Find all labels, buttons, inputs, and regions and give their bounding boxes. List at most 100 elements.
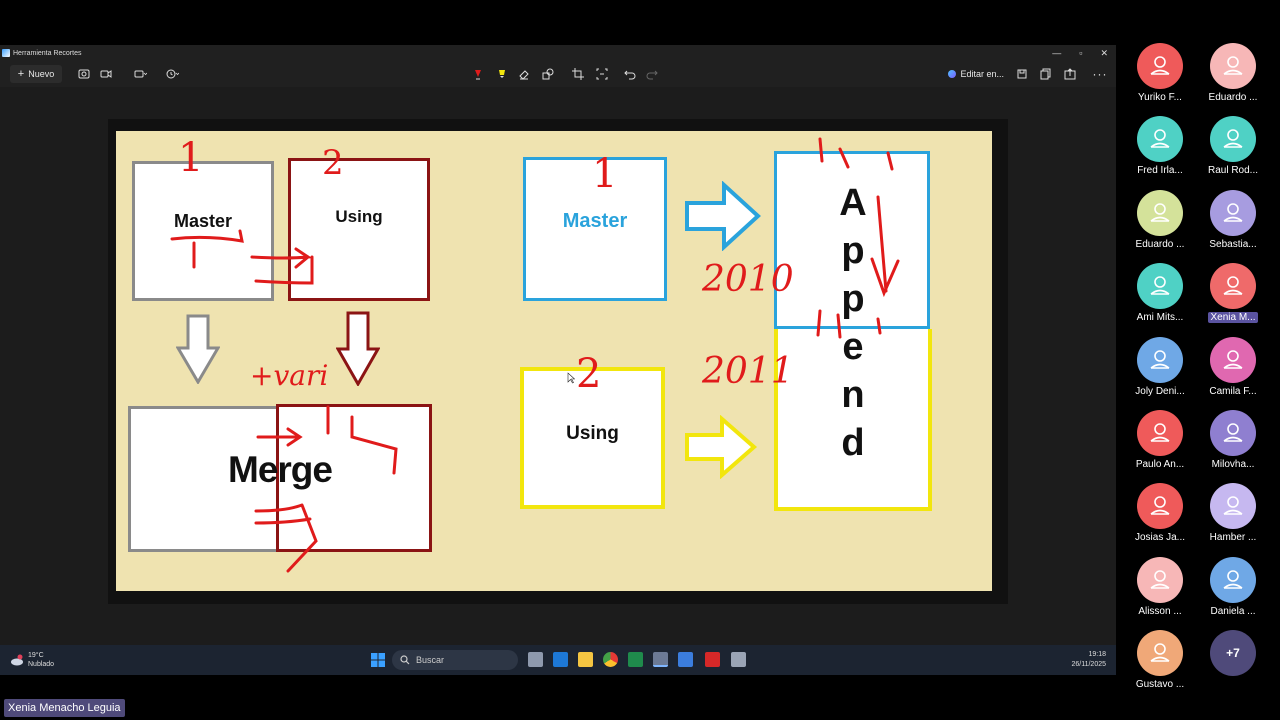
chrome-icon[interactable] xyxy=(603,652,618,667)
person-icon xyxy=(1223,129,1243,149)
windows-start-icon[interactable] xyxy=(371,653,385,667)
new-button[interactable]: + Nuevo xyxy=(10,65,62,83)
participant-tile[interactable]: Ami Mits... xyxy=(1125,263,1195,329)
append-letter-e: e xyxy=(842,326,864,368)
append-letter-p2: p xyxy=(841,278,865,320)
weather-widget[interactable]: 19°C Nublado xyxy=(10,651,54,669)
person-icon xyxy=(1150,643,1170,662)
taskbar-search[interactable]: Buscar xyxy=(392,650,518,670)
ballpoint-pen-icon[interactable] xyxy=(470,65,486,83)
avatar xyxy=(1210,116,1256,163)
person-icon xyxy=(1150,496,1170,516)
avatar xyxy=(1210,410,1256,456)
participant-name: Camila F... xyxy=(1209,385,1257,397)
person-icon xyxy=(1150,56,1170,75)
more-participants-button[interactable]: +7 xyxy=(1198,630,1268,696)
acrobat-icon[interactable] xyxy=(705,652,720,667)
redo-icon[interactable] xyxy=(644,65,660,83)
participant-tile[interactable]: Gustavo ... xyxy=(1125,630,1195,696)
avatar xyxy=(1210,336,1256,383)
system-clock[interactable]: 19:18 26/11/2025 xyxy=(1071,650,1106,670)
person-icon xyxy=(1223,496,1243,516)
append-letter-p1: p xyxy=(841,230,865,272)
new-button-label: Nuevo xyxy=(28,69,55,79)
participant-tile[interactable]: Fred Irla... xyxy=(1125,116,1195,182)
excel-icon[interactable] xyxy=(628,652,643,667)
edit-in-button[interactable]: Editar en... xyxy=(948,65,1004,83)
person-icon xyxy=(1223,56,1243,75)
append-letter-d: d xyxy=(841,422,865,464)
append-bottom-box xyxy=(774,329,932,511)
participant-tile[interactable]: Raul Rod... xyxy=(1198,116,1268,182)
snip-shape-dropdown[interactable] xyxy=(128,65,152,83)
participant-tile[interactable]: Camila F... xyxy=(1198,336,1268,403)
participant-tile[interactable]: Hamber ... xyxy=(1198,483,1268,549)
shared-screen: Herramienta Recortes — ▫ ✕ + Nuevo xyxy=(0,45,1116,675)
close-icon[interactable]: ✕ xyxy=(1100,47,1108,58)
avatar xyxy=(1137,556,1183,603)
participant-name: Xenia M... xyxy=(1208,312,1258,324)
edit-in-label: Editar en... xyxy=(960,69,1004,79)
undo-icon[interactable] xyxy=(622,65,638,83)
snipping-tool-titlebar: Herramienta Recortes — ▫ ✕ xyxy=(0,45,1116,61)
file-explorer-icon[interactable] xyxy=(578,652,593,667)
minimize-icon[interactable]: — xyxy=(1052,48,1062,58)
participant-tile[interactable]: Eduardo ... xyxy=(1198,43,1268,109)
outlook-icon[interactable] xyxy=(553,652,568,667)
save-icon[interactable] xyxy=(1014,65,1030,83)
participant-name: Joly Deni... xyxy=(1135,385,1185,397)
restore-icon[interactable]: ▫ xyxy=(1079,48,1083,58)
remote-desktop-icon[interactable] xyxy=(678,652,693,667)
append-vertical-word: A p p e n d xyxy=(838,179,868,467)
screenshot-mode-icon[interactable] xyxy=(76,65,92,83)
copy-icon[interactable] xyxy=(1038,65,1054,83)
timer-dropdown[interactable] xyxy=(160,65,184,83)
participant-tile[interactable]: Eduardo ... xyxy=(1125,189,1195,256)
participant-tile[interactable]: Joly Deni... xyxy=(1125,336,1195,403)
avatar xyxy=(1137,336,1183,383)
highlighter-icon[interactable] xyxy=(494,65,510,83)
avatar xyxy=(1137,483,1183,530)
eraser-icon[interactable] xyxy=(516,65,532,83)
participant-tile[interactable]: Xenia M... xyxy=(1198,263,1268,329)
video-mode-icon[interactable] xyxy=(98,65,114,83)
text-actions-icon[interactable] xyxy=(594,65,610,83)
participant-tile[interactable]: Yuriko F... xyxy=(1125,43,1195,109)
snipping-tool-taskbar-icon[interactable] xyxy=(653,652,668,667)
person-icon xyxy=(1223,276,1243,295)
participant-name: Daniela ... xyxy=(1210,605,1256,617)
participant-tile[interactable]: Josias Ja... xyxy=(1125,483,1195,549)
slide-content: Master Using Merge xyxy=(116,131,992,591)
gray-down-arrow xyxy=(176,314,220,384)
participant-tile[interactable]: Alisson ... xyxy=(1125,556,1195,623)
avatar xyxy=(1137,116,1183,163)
ink-number-1-left: 1 xyxy=(178,135,204,181)
participant-name: Yuriko F... xyxy=(1138,92,1182,103)
participant-tile[interactable]: Sebastia... xyxy=(1198,189,1268,256)
participant-name: Alisson ... xyxy=(1138,605,1182,617)
avatar xyxy=(1210,263,1256,310)
crop-icon[interactable] xyxy=(570,65,586,83)
ink-strokes xyxy=(170,137,900,573)
person-icon xyxy=(1150,202,1170,222)
participant-tile[interactable]: Daniela ... xyxy=(1198,556,1268,623)
participant-tile[interactable]: Paulo An... xyxy=(1125,410,1195,476)
task-view-icon[interactable] xyxy=(528,652,543,667)
search-icon xyxy=(400,655,410,665)
share-icon[interactable] xyxy=(1062,65,1078,83)
append-master-box: Master xyxy=(523,157,667,301)
merge-result-right-box xyxy=(276,404,432,552)
more-options-icon[interactable]: ··· xyxy=(1092,67,1108,81)
ink-number-1-right: 1 xyxy=(592,151,618,197)
participant-tile[interactable]: Milovha... xyxy=(1198,410,1268,476)
app-grid-icon[interactable] xyxy=(731,652,746,667)
person-icon xyxy=(1150,129,1170,149)
person-icon xyxy=(1223,349,1243,369)
append-top-box xyxy=(774,151,930,329)
person-icon xyxy=(1223,202,1243,222)
captured-image-frame: Master Using Merge xyxy=(108,119,1008,604)
participant-name: Josias Ja... xyxy=(1134,532,1186,544)
ink-year-top: 2010 xyxy=(702,259,794,300)
shapes-icon[interactable] xyxy=(540,65,556,83)
